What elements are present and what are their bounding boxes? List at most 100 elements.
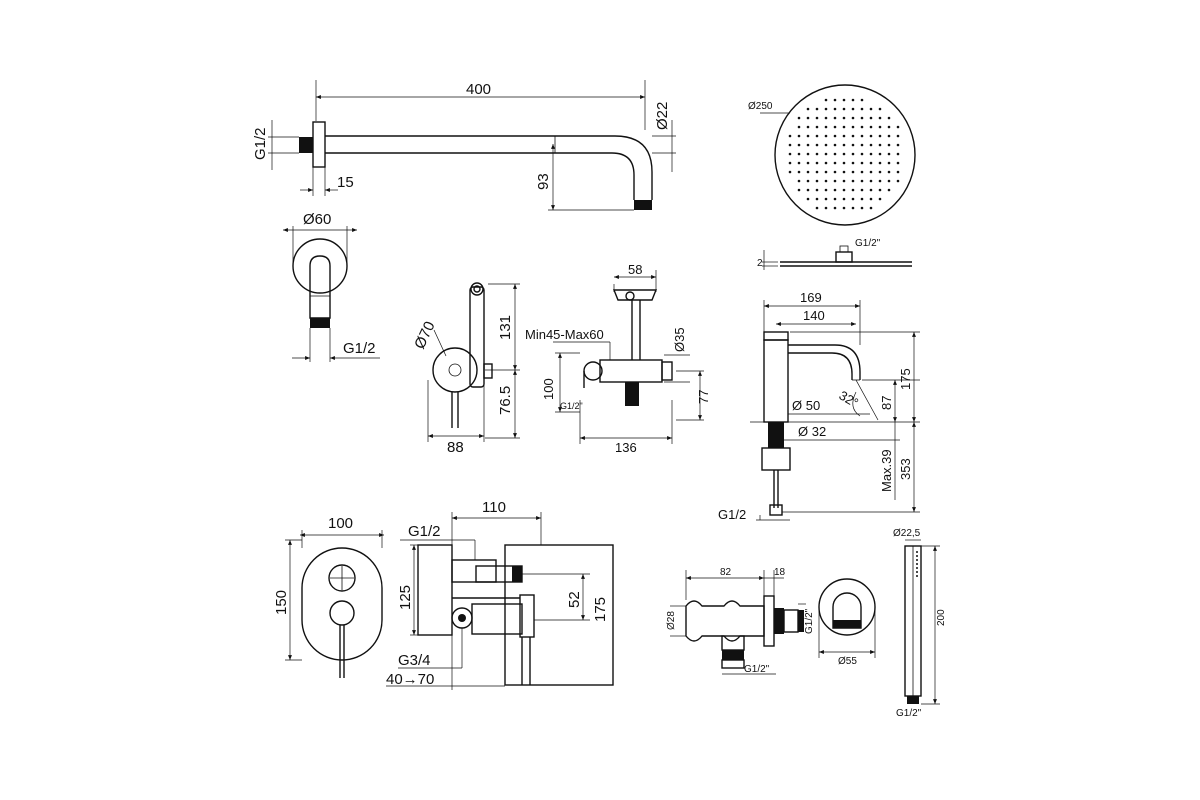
nozzle-dot <box>869 107 873 111</box>
concealed-mixer-view: 100 150 110 G1/2 125 <box>273 499 614 690</box>
nozzle-dot <box>824 188 828 192</box>
plate-width-label: 100 <box>328 515 353 532</box>
hand-nozzle-dot <box>916 551 918 553</box>
arm-thread <box>299 137 313 153</box>
nozzle-dot <box>824 134 828 138</box>
nozzle-dot <box>815 134 819 138</box>
hand-nozzle-dot <box>916 567 918 569</box>
bidet-rosette-label: Ø70 <box>411 319 438 352</box>
nozzle-dot <box>815 197 819 201</box>
bidet-valve <box>599 359 663 383</box>
nozzle-dot <box>806 170 810 174</box>
outlet-diameter-label: Ø28 <box>666 611 677 630</box>
nozzle-dot <box>824 161 828 165</box>
arm-drop-label: 93 <box>535 173 552 190</box>
bidet-thread <box>625 382 639 406</box>
nozzle-dot <box>833 98 837 102</box>
bidet-front-height-label: 100 <box>541 378 556 400</box>
head-nozzles <box>788 98 900 210</box>
nozzle-dot <box>878 143 882 147</box>
nozzle-dot <box>860 170 864 174</box>
nozzle-dot <box>860 188 864 192</box>
nozzle-dot <box>788 152 792 156</box>
nozzle-dot <box>878 152 882 156</box>
nozzle-dot <box>842 179 846 183</box>
nozzle-dot <box>806 188 810 192</box>
nozzle-dot <box>887 170 891 174</box>
nozzle-dot <box>833 206 837 210</box>
mixer-lever <box>763 331 789 341</box>
nozzle-dot <box>788 161 792 165</box>
mixer-spout-bottom <box>788 352 853 380</box>
nozzle-dot <box>860 152 864 156</box>
mixer-shank <box>768 422 784 448</box>
hand-nozzle-dot <box>916 571 918 573</box>
hand-nozzle-dot <box>916 563 918 565</box>
nozzle-dot <box>833 170 837 174</box>
arm-pipe-top <box>325 135 653 200</box>
nozzle-dot <box>851 143 855 147</box>
nozzle-dot <box>851 116 855 120</box>
nozzle-dot <box>815 188 819 192</box>
nozzle-dot <box>833 125 837 129</box>
nozzle-dot <box>824 125 828 129</box>
nozzle-dot <box>869 134 873 138</box>
outlet-flange <box>763 595 775 647</box>
handle-knob <box>329 600 355 626</box>
nozzle-dot <box>887 161 891 165</box>
nozzle-dot <box>878 107 882 111</box>
elbow-body <box>309 255 331 319</box>
nozzle-dot <box>824 98 828 102</box>
nozzle-dot <box>788 143 792 147</box>
arm-diameter-label: Ø22 <box>654 102 671 130</box>
nozzle-dot <box>797 116 801 120</box>
nozzle-dot <box>815 116 819 120</box>
outlet-body <box>685 600 765 642</box>
nozzle-dot <box>842 170 846 174</box>
nozzle-dot <box>896 143 900 147</box>
nozzle-dot <box>833 134 837 138</box>
bidet-head-width-label: 58 <box>628 262 642 277</box>
nozzle-dot <box>824 197 828 201</box>
bidet-side-view: Ø70 131 76.5 88 <box>411 282 520 456</box>
nozzle-dot <box>833 179 837 183</box>
nozzle-dot <box>842 197 846 201</box>
mixer-angle-label: 32° <box>837 388 862 411</box>
nozzle-dot <box>869 143 873 147</box>
bidet-front-width-label: 136 <box>615 440 637 455</box>
mixer-body <box>763 339 789 423</box>
hand-nozzle-dot <box>916 555 918 557</box>
basin-mixer-view: 169 140 32° Ø 50 Ø 32 87 175 Max.39 353 <box>718 290 920 522</box>
bidet-center-label: 76.5 <box>497 386 514 415</box>
nozzle-dot <box>824 179 828 183</box>
head-outline <box>774 84 916 226</box>
nozzle-dot <box>788 134 792 138</box>
bidet-front-lower-label: 77 <box>696 390 711 404</box>
nozzle-dot <box>842 134 846 138</box>
nozzle-dot <box>824 107 828 111</box>
nozzle-dot <box>824 143 828 147</box>
bidet-front-thread-label: G1/2" <box>560 401 583 411</box>
nozzle-dot <box>896 179 900 183</box>
nozzle-dot <box>887 188 891 192</box>
bidet-rosette <box>432 347 478 393</box>
nozzle-dot <box>806 161 810 165</box>
nozzle-dot <box>878 116 882 120</box>
mixer-spout-label: 87 <box>879 396 894 410</box>
nozzle-dot <box>851 188 855 192</box>
hand-shower-view: Ø22,5 200 G1/2" <box>893 528 947 719</box>
nozzle-dot <box>887 125 891 129</box>
nozzle-dot <box>896 170 900 174</box>
mixer-plate <box>301 547 383 661</box>
arm-pipe-bottom <box>325 152 635 200</box>
nozzle-dot <box>851 125 855 129</box>
nozzle-dot <box>878 197 882 201</box>
nozzle-dot <box>797 143 801 147</box>
nozzle-dot <box>842 188 846 192</box>
nozzle-dot <box>842 152 846 156</box>
nozzle-dot <box>869 125 873 129</box>
mixer-body-label: Ø 50 <box>792 398 820 413</box>
bidet-handset <box>469 286 485 388</box>
nozzle-dot <box>824 116 828 120</box>
nozzle-dot <box>869 188 873 192</box>
